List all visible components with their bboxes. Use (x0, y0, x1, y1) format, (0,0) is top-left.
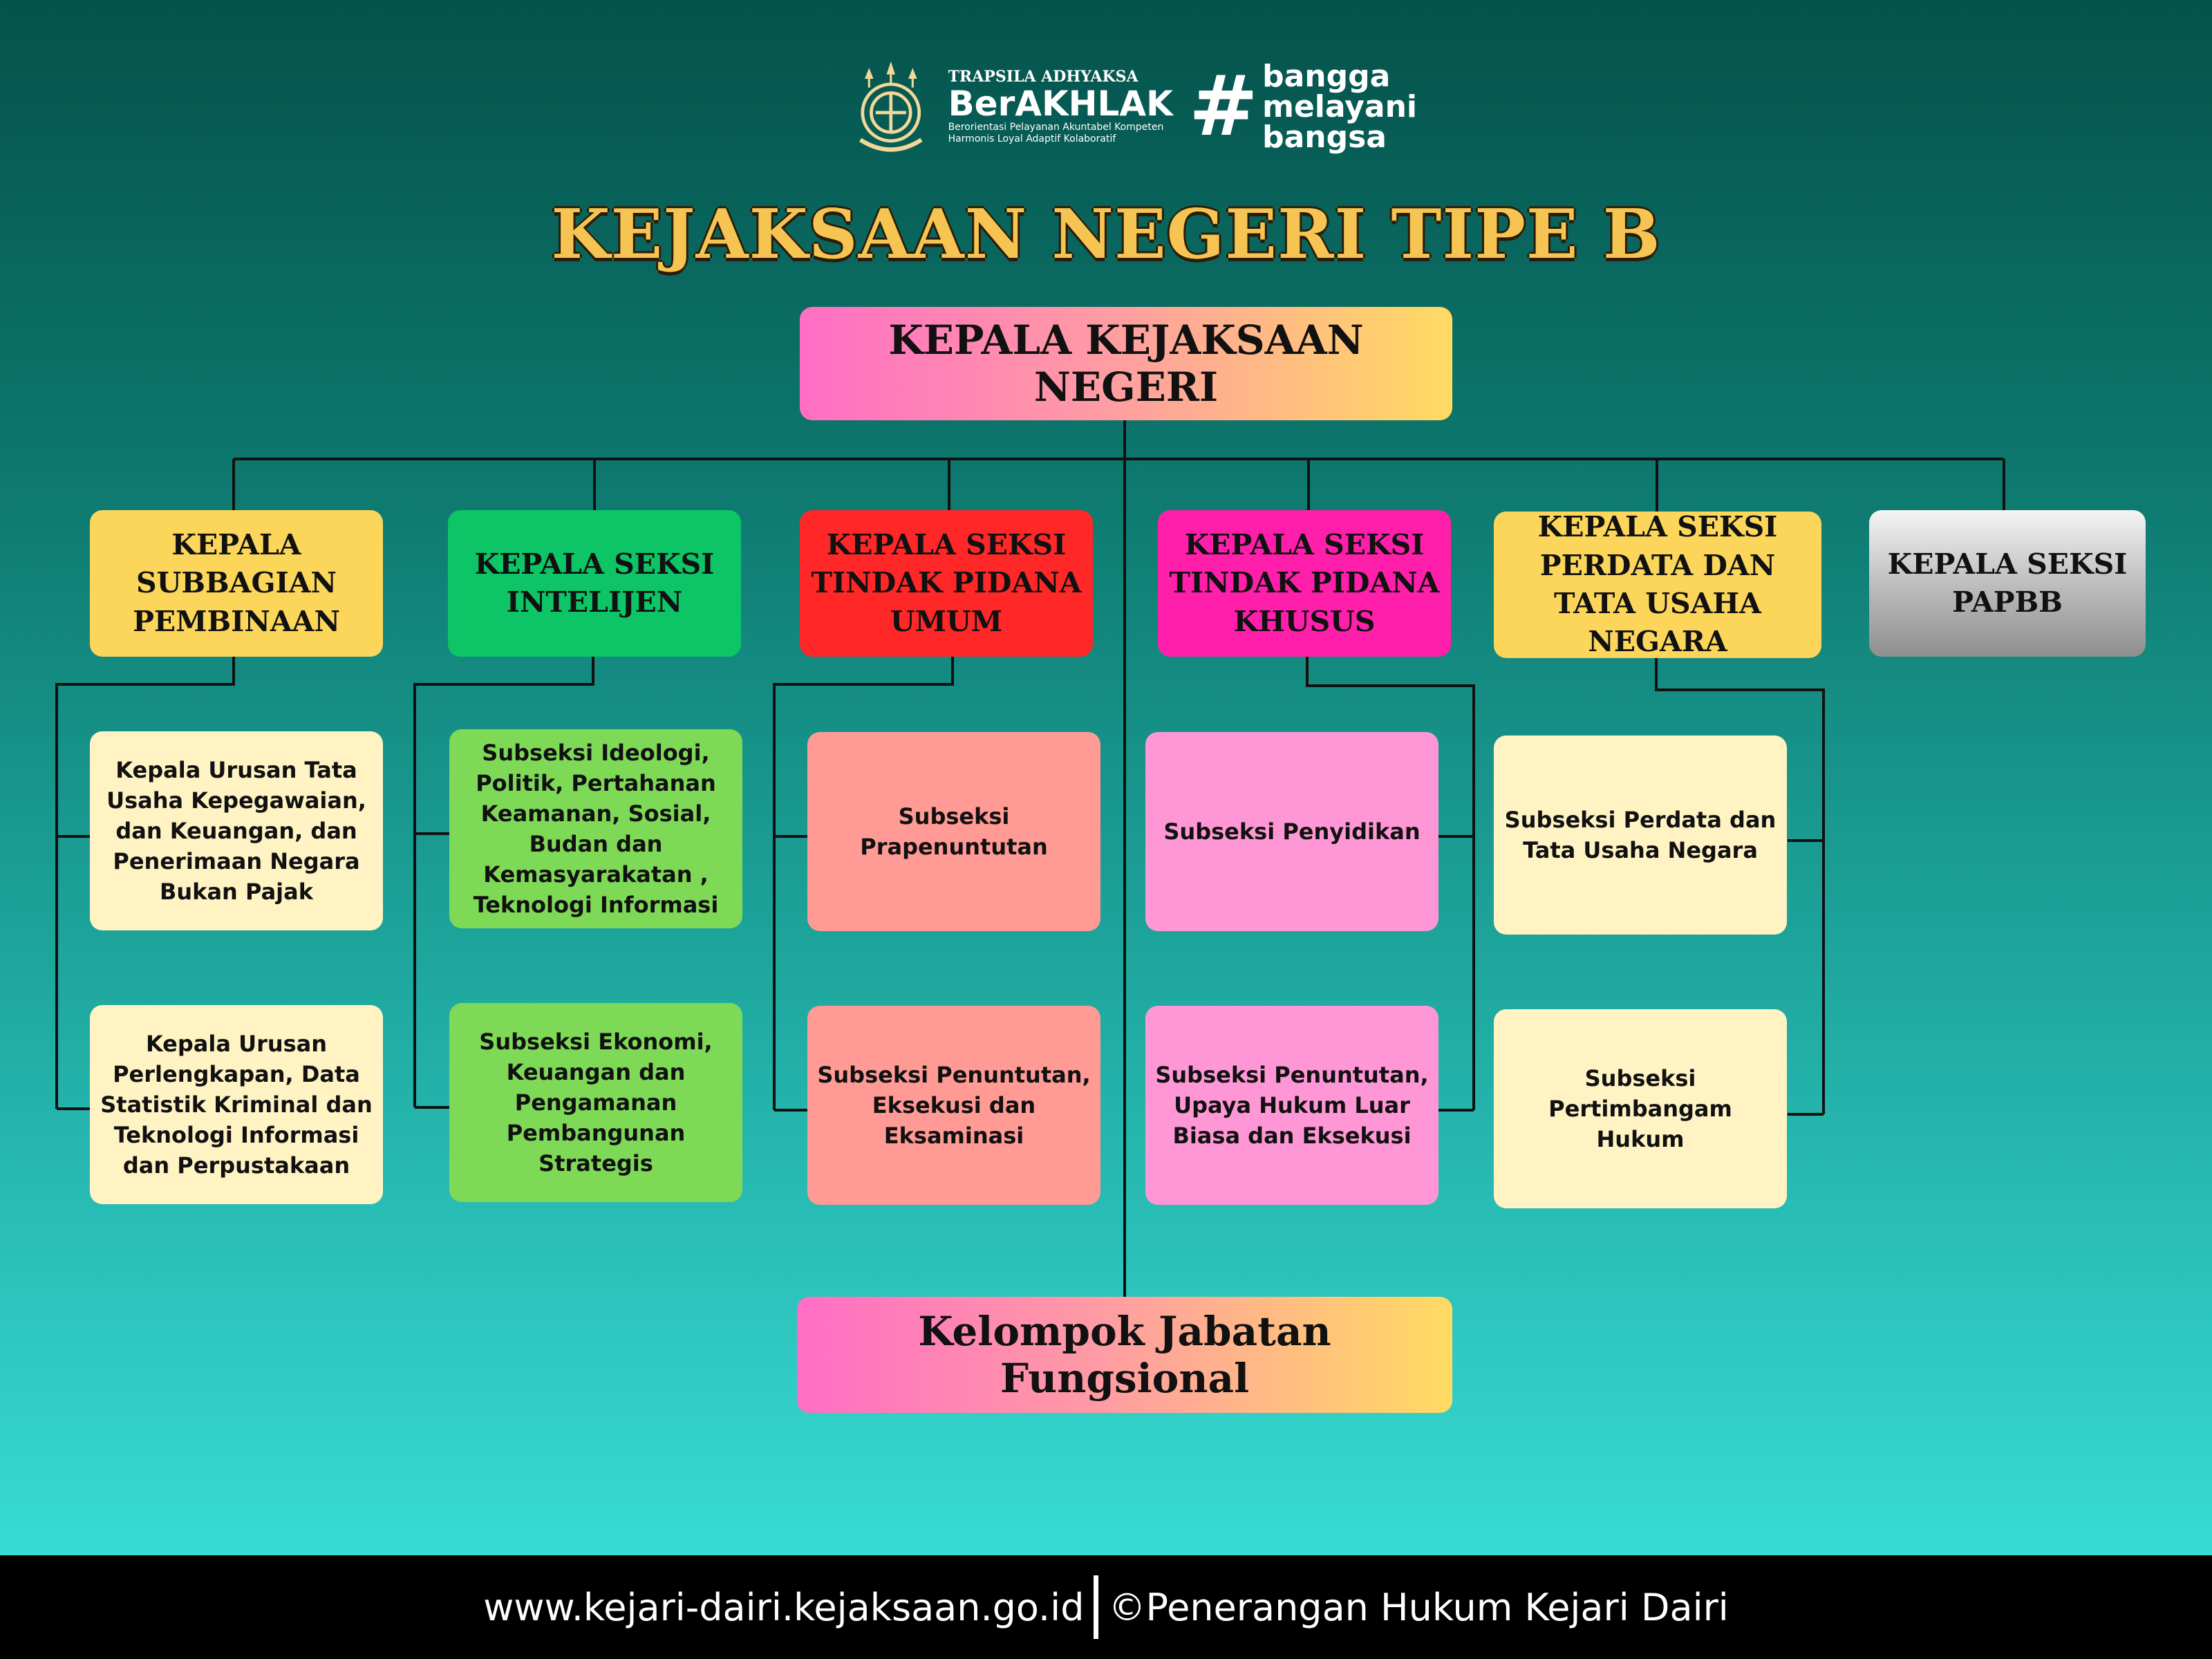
unit-box-seksi-pidana-umum: KEPALA SEKSI TINDAK PIDANA UMUM (800, 510, 1093, 657)
hashtag-word: melayani (1262, 89, 1417, 124)
tagline-main: BerAKHLAK (948, 83, 1173, 124)
unit-box-seksi-papbb: KEPALA SEKSI PAPBB (1869, 510, 2146, 657)
fungsional-box: Kelompok Jabatan Fungsional (797, 1297, 1452, 1413)
subunit-box: Subseksi Prapenuntutan (807, 732, 1100, 931)
subunit-box: Subseksi Pertimbangam Hukum (1494, 1009, 1787, 1208)
subunit-box: Kepala Urusan Tata Usaha Kepegawaian, da… (90, 731, 383, 930)
subunit-box: Subseksi Ekonomi, Keuangan dan Pengamana… (449, 1003, 742, 1202)
unit-box-seksi-perdata-tun: KEPALA SEKSI PERDATA DAN TATA USAHA NEGA… (1494, 510, 1821, 658)
footer-credit: ©Penerangan Hukum Kejari Dairi (1108, 1585, 1729, 1629)
footer-separator (1094, 1575, 1099, 1639)
subunit-box: Subseksi Perdata dan Tata Usaha Negara (1494, 735, 1787, 935)
subunit-box: Kepala Urusan Perlengkapan, Data Statist… (90, 1005, 383, 1204)
hashtag-symbol: # (1188, 59, 1259, 155)
bracket-line (55, 657, 235, 1109)
subunit-box: Subseksi Penyidikan (1145, 732, 1438, 931)
hashtag-word: bangsa (1262, 120, 1387, 155)
subunit-box: Subseksi Penuntutan, Eksekusi dan Eksami… (807, 1006, 1100, 1205)
unit-box-seksi-pidana-khusus: KEPALA SEKSI TINDAK PIDANA KHUSUS (1158, 510, 1451, 657)
hashtag-words: bangga melayani bangsa (1262, 62, 1417, 153)
unit-box-subbagian-pembinaan: KEPALA SUBBAGIAN PEMBINAAN (90, 510, 383, 657)
unit-box-seksi-intelijen: KEPALA SEKSI INTELIJEN (448, 510, 741, 657)
footer-bar: www.kejari-dairi.kejaksaan.go.id ©Penera… (0, 1555, 2212, 1659)
bracket-line (773, 657, 954, 1110)
subunit-box: Subseksi Penuntutan, Upaya Hukum Luar Bi… (1145, 1006, 1438, 1205)
header-logos: TRAPSILA ADHYAKSA BerAKHLAK Berorientasi… (836, 41, 1417, 173)
head-box-kepala-kejaksaan: KEPALA KEJAKSAAN NEGERI (800, 307, 1452, 420)
hashtag-word: bangga (1262, 59, 1391, 94)
footer-website: www.kejari-dairi.kejaksaan.go.id (483, 1585, 1085, 1629)
bracket-line (413, 657, 594, 1107)
tagline-sub: Berorientasi Pelayanan Akuntabel Kompete… (948, 122, 1164, 144)
subunit-box: Subseksi Ideologi, Politik, Pertahanan K… (449, 729, 742, 928)
berakhlak-tagline: TRAPSILA ADHYAKSA BerAKHLAK Berorientasi… (948, 69, 1177, 144)
bracket-line (1306, 657, 1475, 1110)
tagline-small: TRAPSILA ADHYAKSA (948, 68, 1138, 86)
kejaksaan-emblem-icon (859, 61, 923, 152)
bracket-line (1655, 657, 1825, 1114)
page-title: KEJAKSAAN NEGERI TIPE B (551, 195, 1661, 274)
